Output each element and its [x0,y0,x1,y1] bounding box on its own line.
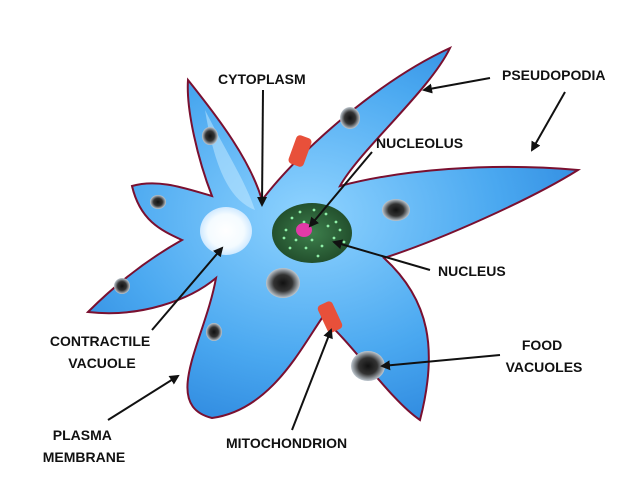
mitochondrion-organelle [317,301,343,333]
pseudopodia-arrow-1 [422,77,491,94]
cytoplasm-label: CYTOPLASM [218,71,306,87]
nucleolus-organelle [296,223,312,237]
pseudopodia-label: PSEUDOPODIA [502,67,605,83]
nucleolus-arrow [308,151,373,228]
food-vacuole [202,127,218,145]
food-vacuole [150,195,166,209]
mitochondrion-label: MITOCHONDRION [226,435,347,451]
food-vacuole [114,278,130,294]
contractile-vacuole-label: CONTRACTILE VACUOLE [50,333,154,371]
food-vacuole [340,107,360,129]
nucleolus-label: NUCLEOLUS [376,135,463,151]
contractile-vacuole-arrow [151,246,224,331]
mitochondrion-arrow [291,328,333,431]
pseudopodia-arrow-2 [531,91,566,152]
mitochondrion-organelle [288,135,312,167]
nucleus-arrow [332,239,431,271]
food-vacuoles-arrow [380,354,501,371]
food-vacuoles-label: FOOD VACUOLES [506,337,583,375]
plasma-membrane-label: PLASMA MEMBRANE [43,427,125,465]
nucleus-organelle [272,203,352,263]
plasma-membrane-arrow [107,374,180,421]
food-vacuole [351,351,385,381]
cytoplasm-arrow [257,89,268,207]
nucleus-granules [282,208,346,258]
contractile-vacuole-organelle [200,207,252,255]
food-vacuole [382,199,410,221]
nucleus-label: NUCLEUS [438,263,506,279]
food-vacuole [206,323,222,341]
food-vacuole [266,268,300,298]
